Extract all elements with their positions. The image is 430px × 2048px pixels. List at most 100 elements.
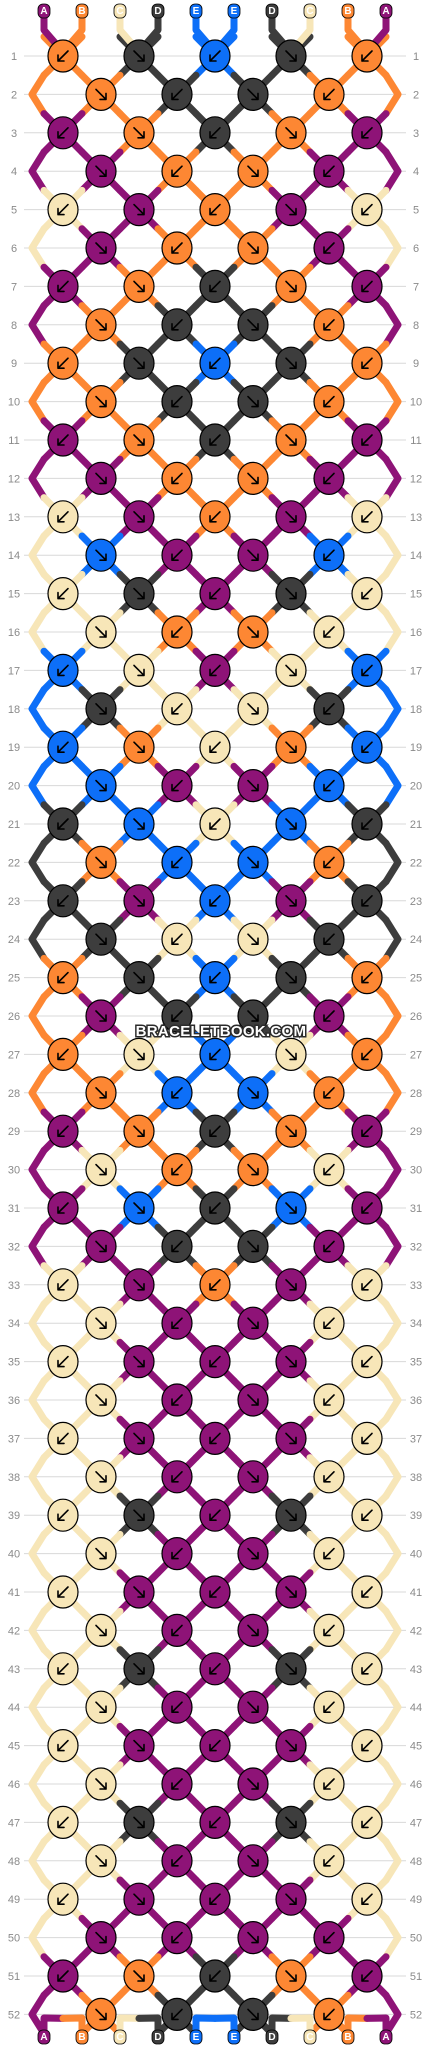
- knot: [351, 576, 383, 611]
- bottom-strand-tail: [287, 2014, 314, 2038]
- knot-arrow-icon: [323, 779, 335, 792]
- knot-arrow-icon: [285, 1586, 297, 1598]
- knot: [123, 423, 155, 457]
- knot: [313, 692, 345, 726]
- row-number-left: 2: [11, 89, 17, 101]
- knot-arrow-icon: [209, 203, 221, 216]
- row-number-right: 3: [413, 128, 419, 140]
- knot: [237, 1767, 269, 1801]
- knot-arrow-icon: [57, 818, 69, 830]
- strand-label-top: A: [382, 6, 389, 17]
- knot-arrow-icon: [133, 587, 145, 600]
- knot: [199, 884, 231, 918]
- row-number-left: 29: [8, 1126, 20, 1138]
- row-number-right: 29: [410, 1126, 422, 1138]
- knot-arrow-icon: [323, 933, 335, 945]
- knot-arrow-icon: [361, 127, 373, 139]
- row-number-left: 21: [8, 819, 20, 831]
- knot: [123, 346, 155, 380]
- knot-arrow-icon: [285, 1279, 297, 1291]
- knot: [275, 1959, 307, 1993]
- knot: [47, 1344, 79, 1379]
- knot: [47, 269, 79, 303]
- row-number-left: 11: [8, 435, 19, 447]
- knot-arrow-icon: [209, 280, 221, 293]
- row-number-right: 11: [410, 435, 421, 447]
- row-number-left: 19: [8, 742, 20, 754]
- knot: [275, 960, 307, 995]
- knot: [85, 1306, 117, 1340]
- knot: [161, 461, 193, 495]
- edge-strand: [382, 1300, 402, 1346]
- row-number-right: 49: [410, 1894, 422, 1906]
- row-number-right: 25: [410, 973, 422, 985]
- edge-strand: [28, 1607, 48, 1654]
- row-number-right: 51: [410, 1971, 422, 1983]
- knot-arrow-icon: [247, 1010, 259, 1022]
- knot-arrow-icon: [361, 818, 373, 830]
- knot-arrow-icon: [323, 1701, 335, 1713]
- row-number-left: 13: [8, 512, 20, 524]
- knot: [199, 39, 231, 73]
- knot-arrow-icon: [57, 587, 69, 600]
- knot: [123, 1575, 155, 1609]
- knot: [123, 1728, 155, 1763]
- knot-arrow-icon: [247, 1240, 259, 1253]
- knot: [161, 1844, 193, 1878]
- knot-arrow-icon: [95, 1624, 107, 1637]
- strand-cap-bottom: [379, 2029, 393, 2045]
- knot: [351, 653, 383, 688]
- knot-arrow-icon: [323, 1087, 335, 1099]
- knot-arrow-icon: [247, 1624, 259, 1637]
- knot: [85, 1844, 117, 1878]
- knot: [47, 1728, 79, 1763]
- row-number-right: 23: [410, 896, 422, 908]
- bottom-strand-tail: [192, 2014, 219, 2038]
- strand-label-top: D: [268, 6, 275, 17]
- knot: [275, 1344, 307, 1379]
- knot: [161, 1690, 193, 1724]
- strand-label-top: E: [193, 6, 200, 17]
- knot: [313, 1229, 345, 1264]
- bottom-strand-tail: [135, 2014, 162, 2038]
- row-number-right: 47: [410, 1817, 422, 1829]
- edge-strand: [28, 1454, 48, 1500]
- row-number-left: 36: [8, 1395, 20, 1407]
- knot: [85, 77, 117, 112]
- knot-arrow-icon: [171, 1471, 183, 1483]
- knot-arrow-icon: [323, 1471, 335, 1483]
- knot-arrow-icon: [323, 319, 335, 331]
- knot-arrow-icon: [247, 1931, 259, 1944]
- knot-arrow-icon: [361, 1355, 373, 1368]
- knot: [237, 538, 269, 572]
- knot: [85, 1536, 117, 1571]
- knot-arrow-icon: [57, 1893, 69, 1905]
- row-number-right: 20: [410, 781, 422, 793]
- knot-arrow-icon: [133, 895, 145, 907]
- knot: [275, 193, 307, 227]
- knot-arrow-icon: [171, 549, 183, 561]
- knot-arrow-icon: [133, 434, 145, 446]
- knot: [351, 1498, 383, 1532]
- knot: [47, 346, 79, 380]
- knot: [161, 1306, 193, 1340]
- row-number-right: 43: [410, 1664, 422, 1676]
- strand-cap-top: [151, 3, 165, 19]
- edge-strand: [382, 1454, 402, 1500]
- knot: [47, 1498, 79, 1532]
- knot-arrow-icon: [285, 434, 297, 446]
- knot: [85, 385, 117, 419]
- knot-arrow-icon: [95, 549, 107, 561]
- strand-label-bottom: B: [78, 2032, 85, 2043]
- edge-strand: [382, 1914, 402, 1961]
- knot-arrow-icon: [323, 1394, 335, 1406]
- knot: [199, 1882, 231, 1916]
- knot: [351, 39, 383, 73]
- row-number-left: 45: [8, 1741, 20, 1753]
- knot: [123, 269, 155, 303]
- knot-arrow-icon: [171, 1855, 183, 1867]
- strand-cap-top: [341, 3, 355, 19]
- knot: [161, 692, 193, 726]
- knot: [351, 346, 383, 380]
